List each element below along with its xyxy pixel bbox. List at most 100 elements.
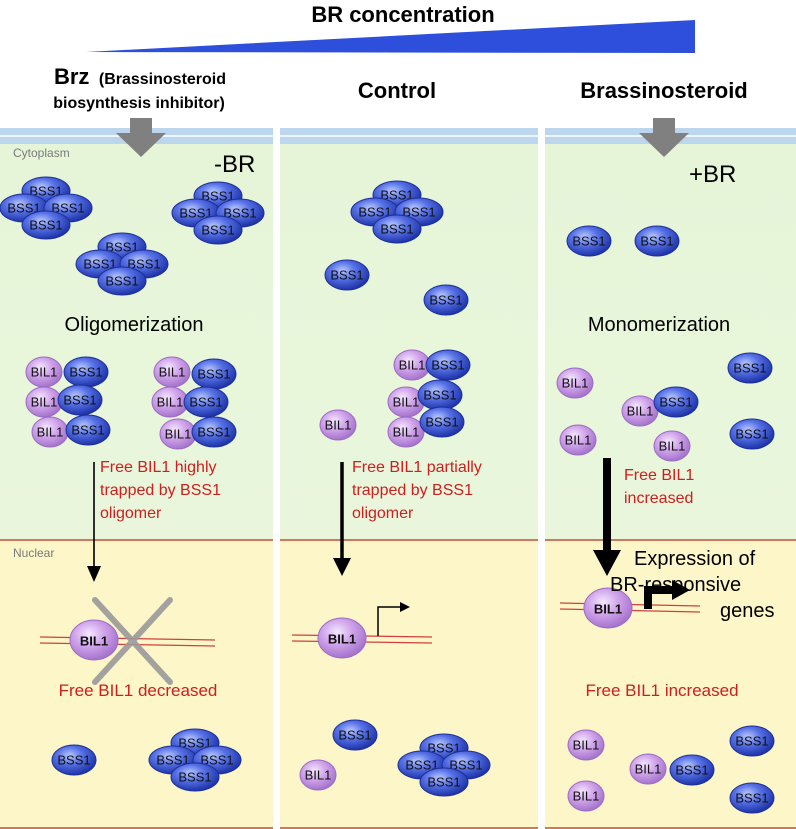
- bss1-label: BSS1: [127, 257, 160, 272]
- bss1-label: BSS1: [735, 734, 768, 749]
- bil1-protein: BIL1: [629, 753, 667, 785]
- bss1-label: BSS1: [733, 361, 766, 376]
- nuclear-status-panel-3: Free BIL1 increased: [585, 681, 738, 700]
- bil1-label: BIL1: [573, 738, 600, 753]
- transport-arrow-weak: [87, 462, 101, 582]
- bss1-label: BSS1: [423, 388, 456, 403]
- panel-2-title: Control: [358, 78, 436, 103]
- bil1-label: BIL1: [393, 395, 420, 410]
- bss1-protein: BSS1: [332, 719, 378, 751]
- panel-1-title: Brz (Brassinosteroid: [54, 64, 226, 89]
- trap-text-panel-3: Free BIL1 increased: [624, 467, 699, 507]
- bil1-protein: BIL1: [25, 356, 63, 388]
- bss1-protein: BSS1: [566, 225, 612, 257]
- bss1-protein: BSS1: [43, 193, 93, 223]
- trap-text-panel-1: Free BIL1 highly trapped by BSS1 oligome…: [100, 459, 225, 522]
- cytoplasm-label: Cytoplasm: [13, 146, 70, 160]
- bil1-label: BIL1: [325, 418, 352, 433]
- bil1-protein: BIL1: [621, 395, 659, 427]
- bss1-label: BSS1: [640, 234, 673, 249]
- bss1-label: BSS1: [189, 395, 222, 410]
- bss1-label: BSS1: [83, 257, 116, 272]
- bil1-label: BIL1: [31, 365, 58, 380]
- bil1-protein: BIL1: [387, 386, 425, 418]
- expression-text: Expression of BR-responsive genes: [610, 548, 775, 622]
- bil1-label: BIL1: [659, 439, 686, 454]
- panel-1: [0, 128, 273, 829]
- panel-1-title-bold: Brz: [54, 64, 89, 89]
- bss1-protein: BSS1: [65, 414, 111, 446]
- bss1-label: BSS1: [29, 218, 62, 233]
- bil1-label: BIL1: [627, 404, 654, 419]
- bss1-protein: BSS1: [653, 386, 699, 418]
- bil1-label: BIL1: [565, 433, 592, 448]
- bil1-protein: BIL1: [69, 619, 119, 661]
- bil1-label: BIL1: [159, 365, 186, 380]
- bil1-protein: BIL1: [567, 729, 605, 761]
- bil1-label: BIL1: [399, 358, 426, 373]
- bil1-label: BIL1: [573, 789, 600, 804]
- panel-3-title: Brassinosteroid: [580, 78, 748, 103]
- bil1-protein: BIL1: [151, 386, 189, 418]
- bil1-label: BIL1: [157, 395, 184, 410]
- bss1-protein: BSS1: [423, 284, 469, 316]
- nuclear-label: Nuclear: [13, 546, 54, 560]
- bil1-protein: BIL1: [387, 416, 425, 448]
- plus-br-label: +BR: [689, 161, 736, 188]
- bil1-label: BIL1: [328, 631, 356, 646]
- bss1-label: BSS1: [179, 206, 212, 221]
- bss1-protein: BSS1: [372, 214, 422, 244]
- transcription-arrow-bold-icon: [644, 580, 690, 609]
- bss1-protein: BSS1: [51, 744, 97, 776]
- bss1-protein: BSS1: [191, 416, 237, 448]
- bil1-label: BIL1: [562, 376, 589, 391]
- bss1-label: BSS1: [427, 775, 460, 790]
- br-application-arrow-icon: [639, 118, 689, 157]
- nuclear-status-panel-1: Free BIL1 decreased: [59, 681, 218, 700]
- bss1-protein: BSS1: [191, 358, 237, 390]
- bil1-protein: BIL1: [583, 587, 633, 629]
- bss1-label: BSS1: [197, 367, 230, 382]
- bil1-protein: BIL1: [153, 356, 191, 388]
- bss1-protein: BSS1: [729, 418, 775, 450]
- bss1-label: BSS1: [735, 427, 768, 442]
- transport-arrow-strong: [593, 458, 621, 576]
- bil1-label: BIL1: [393, 425, 420, 440]
- bss1-protein: BSS1: [669, 754, 715, 786]
- transport-arrow-medium: [333, 462, 351, 576]
- bss1-protein: BSS1: [729, 782, 775, 814]
- bil1-label: BIL1: [31, 395, 58, 410]
- bil1-label: BIL1: [80, 633, 108, 648]
- bil1-label: BIL1: [305, 768, 332, 783]
- bss1-protein: BSS1: [63, 356, 109, 388]
- bss1-label: BSS1: [358, 205, 391, 220]
- bss1-protein: BSS1: [324, 259, 370, 291]
- bss1-protein: BSS1: [729, 725, 775, 757]
- bss1-label: BSS1: [735, 791, 768, 806]
- panel-1-title-rest: (Brassinosteroid: [99, 71, 226, 88]
- bss1-label: BSS1: [380, 188, 413, 203]
- brz-application-arrow-icon: [116, 118, 166, 157]
- nucleus-region: [0, 540, 273, 829]
- oligomerization-label: Oligomerization: [65, 314, 204, 336]
- bss1-label: BSS1: [330, 268, 363, 283]
- bil1-protein: BIL1: [317, 617, 367, 659]
- trap-text-panel-2: Free BIL1 partially trapped by BSS1 olig…: [352, 459, 486, 522]
- bil1-protein: BIL1: [567, 780, 605, 812]
- bss1-label: BSS1: [380, 222, 413, 237]
- cytoplasm-region: [545, 140, 796, 540]
- bss1-label: BSS1: [29, 184, 62, 199]
- bss1-protein: BSS1: [425, 349, 471, 381]
- bss1-protein: BSS1: [21, 210, 71, 240]
- bil1-label: BIL1: [37, 425, 64, 440]
- bil1-protein: BIL1: [299, 759, 337, 791]
- monomerization-label: Monomerization: [588, 314, 730, 336]
- bss1-label: BSS1: [69, 365, 102, 380]
- bss1-protein: BSS1: [57, 384, 103, 416]
- bss1-protein: BSS1: [727, 352, 773, 384]
- bil1-label: BIL1: [635, 762, 662, 777]
- bss1-label: BSS1: [57, 753, 90, 768]
- bss1-label: BSS1: [338, 728, 371, 743]
- minus-br-label: -BR: [214, 151, 255, 178]
